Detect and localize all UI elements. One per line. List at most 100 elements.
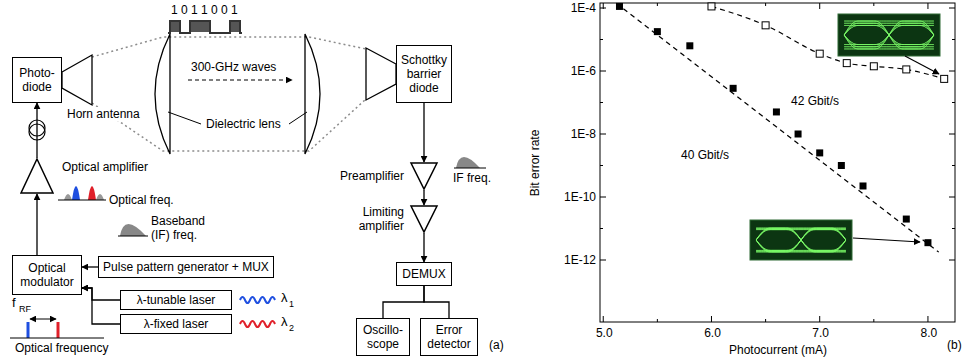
eye-trace: [756, 230, 801, 240]
text-label: Optical frequency: [14, 341, 109, 355]
eye-trace: [801, 228, 846, 240]
eye-trace: [756, 240, 801, 252]
eye-trace: [889, 21, 934, 35]
text-label: 42 Gbit/s: [790, 94, 840, 108]
plot-frame: [600, 3, 955, 322]
data-point: [816, 50, 823, 57]
process-box: Photo-diode: [12, 57, 62, 103]
eye-trace: [801, 228, 846, 240]
connector: [36, 194, 37, 255]
amplifier-outline: [411, 206, 437, 232]
eye-trace: [756, 228, 801, 240]
horn-antenna: [62, 55, 92, 105]
eye-trace: [889, 35, 934, 49]
box-label: λ-fixed laser: [144, 317, 209, 331]
text-label: Optical freq.: [108, 193, 175, 207]
eye-trace: [756, 240, 801, 251]
eye-trace: [756, 240, 801, 251]
eye-trace: [756, 240, 801, 252]
spectrum-axis: [454, 168, 486, 169]
eye-trace: [756, 229, 801, 240]
y-tick: [600, 134, 955, 135]
amplifier-label: Optical amplifier: [62, 160, 148, 174]
y-tick: [600, 197, 955, 198]
eye-trace: [756, 228, 801, 240]
box-label: Schottky barrier diode: [400, 53, 448, 95]
data-point: [816, 149, 823, 156]
data-point: [843, 60, 850, 67]
text-label: Baseband (IF) freq.: [150, 214, 218, 242]
eye-trace: [801, 240, 846, 252]
x-tick: [603, 3, 604, 322]
eye-trace: [801, 240, 846, 251]
amplifier-label: Preamplifier: [334, 169, 404, 183]
connector: [82, 288, 120, 300]
connector: [423, 233, 424, 262]
eye-trace: [844, 23, 889, 35]
laser-wave: [240, 297, 275, 303]
x-tick: [765, 3, 766, 322]
eye-trace: [756, 229, 801, 240]
eye-trace: [756, 229, 801, 240]
leader-line: [289, 112, 307, 124]
connector: [383, 286, 424, 318]
spectrum-sideband: [96, 194, 104, 200]
connector: [423, 190, 424, 205]
data-point: [708, 3, 715, 10]
data-point: [686, 42, 693, 49]
text-label: 1: [288, 299, 295, 309]
box-label: Error detector: [424, 323, 474, 351]
bit-pulse: [231, 22, 239, 32]
amplifier-triangle: Preamplifier: [410, 162, 438, 190]
text-label: 1 0 1 1 0 0 1: [170, 3, 239, 17]
text-label: 300-GHz waves: [190, 60, 277, 74]
eye-trace: [889, 35, 934, 49]
text-label: (b): [946, 338, 963, 352]
spectrum-line: [57, 322, 60, 338]
eye-background: [838, 14, 940, 56]
process-box: Optical modulator: [12, 255, 82, 295]
text-label: 1E-8: [545, 127, 597, 141]
text-label: 5.0: [588, 326, 620, 340]
eye-trace: [801, 240, 846, 252]
data-point: [730, 85, 737, 92]
connector: [36, 103, 37, 158]
fit-line: [711, 6, 944, 78]
spectrum-peak: [88, 186, 96, 200]
y-tick: [600, 71, 955, 72]
eye-trace: [801, 240, 846, 251]
eye-trace: [844, 35, 889, 49]
series-42g: [708, 3, 948, 82]
frequency-arrow: [30, 319, 56, 320]
text-label: 1E-6: [545, 64, 597, 78]
process-box: Oscillo-scope: [356, 318, 410, 356]
data-point: [838, 162, 845, 169]
eye-trace: [844, 35, 889, 49]
box-label: Photo-diode: [16, 66, 58, 94]
eye-trace: [801, 240, 846, 252]
data-point: [903, 216, 910, 223]
eye-trace: [844, 21, 889, 35]
text-label: 1E-12: [545, 253, 597, 267]
data-point: [860, 182, 867, 189]
process-box: λ-tunable laser: [120, 290, 232, 310]
text-label: 8.0: [913, 326, 945, 340]
data-point: [903, 66, 910, 73]
leader-line: [168, 112, 201, 124]
eye-trace: [889, 21, 934, 35]
eye-trace: [801, 229, 846, 240]
text-label: Photocurrent (mA): [717, 343, 839, 357]
data-point: [941, 75, 948, 82]
spectrum-axis: [118, 236, 148, 237]
text-label: Horn antenna: [66, 107, 141, 121]
box-label: DEMUX: [402, 267, 445, 281]
amplifier-symbol: [20, 158, 54, 194]
connector: [82, 266, 98, 267]
process-box: DEMUX: [396, 262, 452, 286]
x-tick: [711, 3, 712, 322]
callout-arrow: [905, 56, 939, 74]
eye-trace: [844, 35, 889, 49]
eye-trace: [801, 230, 846, 240]
connector: [82, 288, 120, 324]
